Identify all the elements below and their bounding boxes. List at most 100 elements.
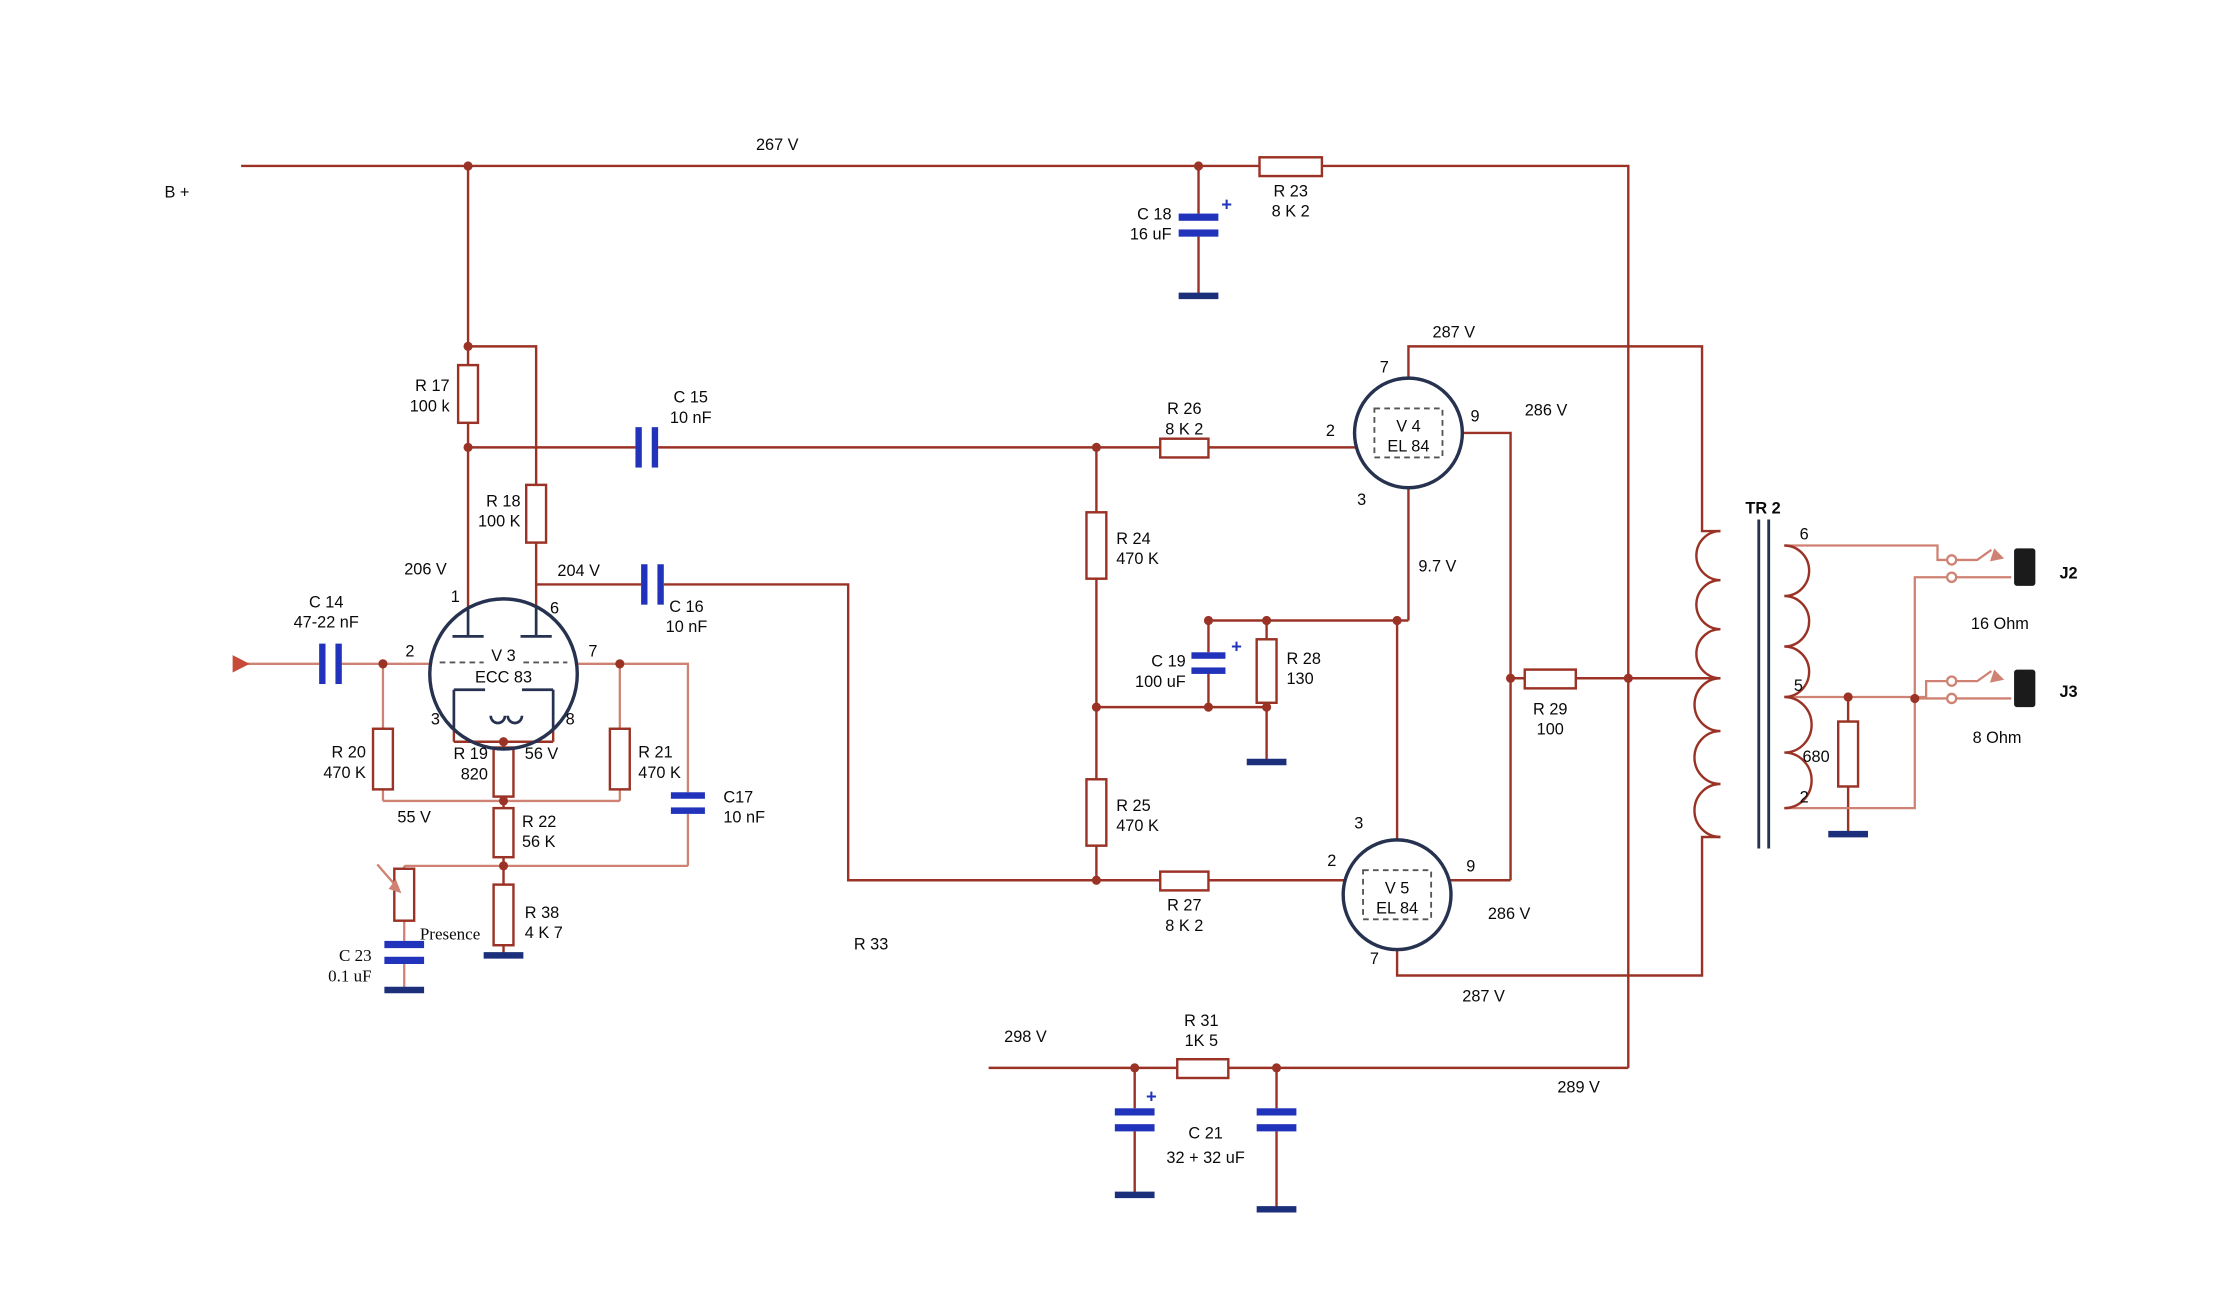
- res-r20-body: [371, 727, 395, 791]
- r19-name: R 19: [453, 745, 487, 763]
- c15-value: 10 nF: [670, 409, 712, 427]
- junction-dot: [463, 442, 473, 452]
- grounds: [384, 292, 1868, 1213]
- res-r23-body: [1258, 156, 1324, 178]
- output-transformer: [1693, 519, 1813, 849]
- voltage-reservoir: 298 V: [1004, 1028, 1047, 1046]
- res-r29-body: [1523, 668, 1578, 690]
- res-r31-body: [1176, 1058, 1230, 1080]
- v5-pin3: 3: [1354, 814, 1363, 832]
- tube-v3-envelope: [428, 597, 579, 751]
- junction-dot: [1091, 875, 1101, 885]
- r27-value: 8 K 2: [1165, 917, 1203, 935]
- junction-dot: [1262, 702, 1272, 712]
- junction-dot: [463, 341, 473, 351]
- c19-value: 100 uF: [1135, 673, 1186, 691]
- v4-id: V 4: [1396, 417, 1420, 435]
- jack-j3-tip-contact: [1946, 675, 1958, 687]
- v5-id: V 5: [1385, 879, 1409, 897]
- r29-name: R 29: [1533, 700, 1567, 718]
- tr2-primary-winding: [1693, 529, 1721, 839]
- tube-v4-envelope: [1352, 376, 1465, 490]
- v5-pin2: 2: [1327, 852, 1336, 870]
- res-r38-body: [492, 883, 515, 947]
- c16-value: 10 nF: [666, 618, 708, 636]
- presence-pot-body[interactable]: [393, 867, 416, 922]
- c16-name: C 16: [669, 598, 703, 616]
- junction-dot: [498, 861, 509, 871]
- voltage-rail: 267 V: [756, 136, 799, 154]
- v4-pin2: 2: [1326, 422, 1335, 440]
- v4-pin3: 3: [1357, 491, 1366, 509]
- junction-dot: [1193, 161, 1204, 171]
- presence-label: Presence: [420, 924, 481, 943]
- junction-dot: [1203, 615, 1213, 626]
- j3-label: J3: [2059, 683, 2077, 701]
- cap-c19: [1191, 652, 1226, 674]
- res-r17-body: [456, 363, 480, 425]
- cap-c17: [670, 792, 705, 814]
- labels: B + 267 V C 18 16 uF + R 23 8 K 2 R 17 1…: [165, 136, 2078, 1167]
- wire-secondary-to-jacks: [1784, 544, 1946, 810]
- c23-name: C 23: [339, 946, 372, 965]
- junction-dot: [1203, 702, 1213, 712]
- r33-label: R 33: [854, 935, 888, 953]
- jack-j2-springs: [1955, 548, 2012, 579]
- r27-name: R 27: [1167, 896, 1201, 914]
- c15-name: C 15: [674, 389, 708, 407]
- jack-j3: [1946, 669, 2036, 708]
- r17-name: R 17: [415, 377, 449, 395]
- r17-value: 100 k: [410, 397, 451, 415]
- r26-value: 8 K 2: [1165, 420, 1203, 438]
- jack-j3-body: [2014, 669, 2036, 708]
- r680-value: 680: [1802, 748, 1829, 766]
- resistors: [371, 156, 1860, 1080]
- wire-output-stage: [1395, 345, 1850, 977]
- r38-name: R 38: [525, 904, 559, 922]
- jack-j3-tip-arrow-icon: [1989, 669, 2005, 683]
- jack-j3-sleeve-contact: [1946, 692, 1958, 705]
- c19-polarity: +: [1231, 635, 1242, 656]
- junction-dot: [1091, 702, 1101, 712]
- tubes: [428, 376, 1465, 952]
- cap-c18: [1178, 213, 1219, 237]
- tube-v3-internals: [452, 606, 555, 729]
- cap-c15: [635, 427, 659, 468]
- res-r21-body: [608, 727, 631, 791]
- input-arrow-icon: [232, 655, 250, 673]
- r23-value: 8 K 2: [1272, 202, 1310, 220]
- voltage-el84-cathode: 9.7 V: [1418, 557, 1456, 575]
- v3-type: ECC 83: [475, 668, 532, 686]
- v5-pin7: 7: [1370, 950, 1379, 968]
- v5-pin9: 9: [1466, 858, 1475, 876]
- v5-type: EL 84: [1376, 899, 1418, 917]
- capacitors: [319, 213, 1297, 1132]
- r21-value: 470 K: [638, 764, 681, 782]
- tr2-tap5: 5: [1794, 677, 1803, 695]
- junction-dot: [1843, 692, 1853, 702]
- junction-dot: [615, 659, 625, 669]
- r26-name: R 26: [1167, 400, 1201, 418]
- cap-c23: [384, 940, 425, 964]
- r19-value: 820: [461, 765, 488, 783]
- tube-v5-envelope: [1341, 838, 1453, 952]
- r31-name: R 31: [1184, 1012, 1218, 1030]
- c14-name: C 14: [309, 593, 343, 611]
- voltage-screen-supply: 289 V: [1557, 1078, 1600, 1096]
- v4-pin7: 7: [1380, 358, 1389, 376]
- tr2-secondary-winding: [1784, 544, 1813, 810]
- r21-name: R 21: [638, 744, 672, 762]
- junction-dot: [498, 737, 509, 747]
- junction-dots: [378, 161, 1920, 1073]
- r23-name: R 23: [1273, 182, 1307, 200]
- cap-c21-right: [1256, 1108, 1297, 1132]
- r28-value: 130: [1286, 670, 1313, 688]
- cap-c16: [641, 564, 664, 605]
- junction-dot: [1091, 442, 1101, 452]
- r18-value: 100 K: [478, 513, 521, 531]
- jack-j2-sleeve-contact: [1946, 571, 1958, 584]
- r28-name: R 28: [1286, 650, 1320, 668]
- voltage-anode2: 204 V: [557, 562, 600, 580]
- res-r19-body: [492, 746, 515, 798]
